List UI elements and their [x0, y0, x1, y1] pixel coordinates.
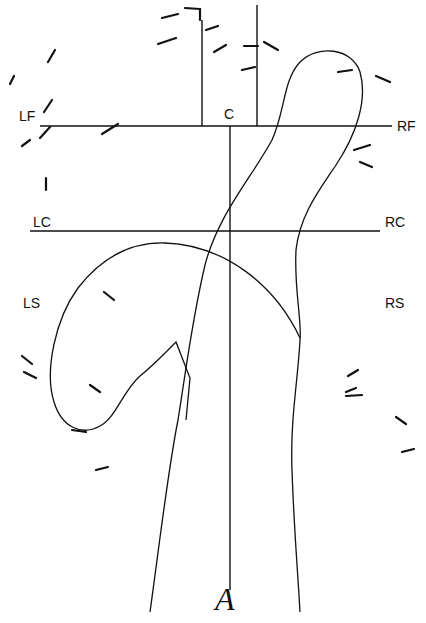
upper-line [40, 125, 392, 126]
region-label: C [223, 106, 235, 122]
tick-marks [10, 8, 414, 470]
right-vertical [256, 5, 257, 126]
region-label: LC [32, 214, 52, 230]
region-label: RS [384, 295, 405, 311]
region-label: LF [18, 108, 36, 124]
reference-grid [30, 5, 392, 590]
region-label: RF [396, 118, 417, 134]
stomach-lobe [50, 243, 300, 430]
organ-outline [50, 51, 362, 612]
stomach-tube [150, 51, 363, 612]
center-vertical [229, 126, 230, 590]
left-vertical [201, 20, 202, 126]
panel-letter: A [214, 582, 236, 616]
region-label: LS [22, 295, 41, 311]
region-label: RC [384, 214, 406, 230]
middle-line [30, 230, 380, 231]
